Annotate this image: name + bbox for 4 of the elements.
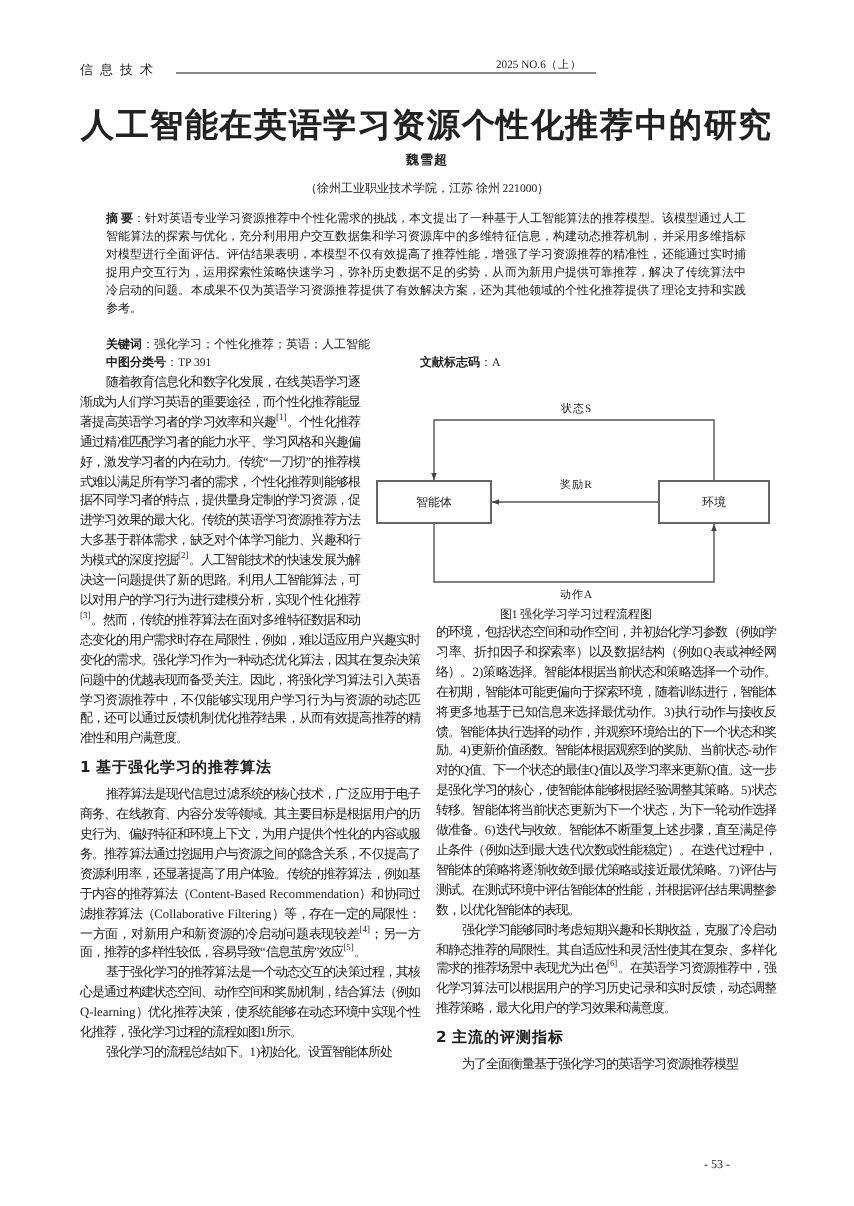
arrow — [433, 523, 717, 583]
arrow — [491, 499, 659, 505]
article-title: 人工智能在英语学习资源个性化推荐中的研究 — [78, 104, 775, 148]
arrow — [431, 419, 715, 481]
